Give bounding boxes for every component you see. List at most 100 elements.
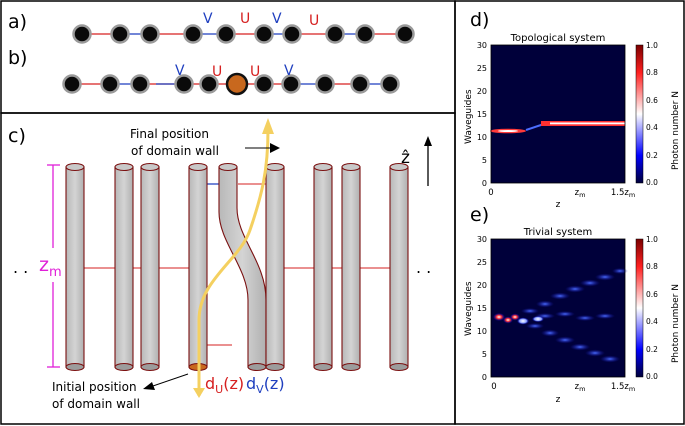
xtick-label: 1.5zm [611, 188, 635, 199]
colorbar-tick: 0.2 [646, 345, 658, 354]
heatmap-e-signal [575, 315, 595, 321]
waveguide-cylinder [313, 162, 333, 372]
domain-wall-node [225, 72, 249, 96]
heatmap-e-signal [536, 300, 554, 308]
heatmap-d-colorbar-label: Photon number N [671, 91, 681, 170]
initial-position-label: Initial position [52, 380, 137, 394]
site-node [254, 74, 274, 94]
ytick-label: 20 [477, 87, 487, 96]
heatmap-d-colorbar-ticks: 0.0 0.2 0.4 0.6 0.8 1.0 [646, 41, 658, 187]
site-node [72, 24, 92, 44]
site-node [254, 24, 274, 44]
heatmap-e-yticks: 0 5 10 15 20 25 30 [477, 235, 487, 382]
heatmap-e-signal [510, 313, 520, 321]
waveguide-cylinder [65, 162, 85, 372]
xtick-label: zm [575, 382, 586, 393]
zm-label: zm [39, 254, 62, 280]
colorbar-tick: 0.6 [646, 96, 658, 105]
site-node [62, 74, 82, 94]
hopping-label-u: U [212, 64, 222, 80]
site-node [355, 24, 375, 44]
ytick-label: 0 [482, 179, 487, 188]
ytick-label: 5 [482, 156, 487, 165]
site-node [140, 24, 160, 44]
heatmap-d-signal [550, 122, 625, 125]
heatmap-d [490, 44, 626, 184]
heatmap-e-colorbar-label: Photon number N [671, 284, 681, 363]
heatmap-d-ylabel: Waveguides [464, 89, 474, 144]
panel-label-c: c) [8, 125, 26, 147]
heatmap-e-signal [555, 311, 575, 317]
heatmap-d-signal [498, 130, 518, 132]
colorbar-tick: 0.8 [646, 262, 658, 271]
waveguide-cylinder [114, 162, 134, 372]
heatmap-d-yticks: 0 5 10 15 20 25 30 [477, 41, 487, 188]
du-label: dU(z) [205, 374, 244, 396]
hopping-label-u: U [309, 13, 319, 29]
zm-bracket [47, 164, 60, 368]
heatmap-e-signal [595, 313, 615, 319]
colorbar-tick: 1.0 [646, 235, 658, 244]
heatmap-e-signal [521, 308, 539, 314]
heatmap-e-signal [565, 285, 585, 293]
panel-label-a: a) [8, 11, 27, 33]
waveguide-cylinder [341, 162, 361, 372]
heatmap-e-signal [532, 316, 544, 322]
panel-label-b: b) [8, 47, 27, 69]
site-node [174, 74, 194, 94]
ytick-label: 25 [477, 64, 487, 73]
hopping-label-v: V [272, 11, 282, 27]
heatmap-e-ylabel: Waveguides [464, 281, 474, 336]
ytick-label: 30 [477, 235, 487, 244]
site-node [110, 24, 130, 44]
chain-a [72, 24, 415, 44]
ytick-label: 10 [477, 133, 487, 142]
heatmap-e-signal [600, 355, 620, 363]
xtick-label: 0 [488, 188, 493, 198]
bent-waveguide [218, 162, 267, 372]
hopping-label-v: V [203, 11, 213, 27]
ytick-label: 25 [477, 258, 487, 267]
heatmap-e-signal [612, 268, 628, 274]
panel-de-frame [454, 0, 685, 425]
xtick-label: zm [575, 188, 586, 199]
heatmap-e-signal [493, 313, 505, 321]
waveguide-cylinder [265, 162, 285, 372]
heatmap-e-frame [490, 238, 626, 378]
xtick-label: 1.5zm [611, 382, 635, 393]
panel-label-d: d) [470, 9, 489, 31]
heatmap-e-signal [570, 343, 590, 351]
heatmap-e-colorbar [635, 238, 644, 378]
heatmap-d-colorbar [635, 44, 644, 184]
heatmap-e-signal [580, 279, 600, 287]
heatmap-e-signal [526, 323, 544, 329]
heatmap-d-frame [490, 44, 626, 184]
heatmap-d-background [491, 45, 625, 183]
initial-position-label: of domain wall [52, 397, 140, 411]
panel-label-e: e) [470, 204, 489, 226]
dv-label: dV(z) [246, 374, 285, 396]
final-position-label: Final position [130, 127, 209, 141]
z-axis-arrowhead [424, 136, 432, 146]
heatmap-e-signal [550, 292, 570, 300]
site-node [199, 74, 219, 94]
ytick-label: 0 [482, 373, 487, 382]
heatmap-e-signal [541, 329, 559, 337]
hopping-label-u: U [240, 11, 250, 27]
colorbar-tick: 0.0 [646, 372, 658, 381]
final-pointer-head [270, 143, 280, 153]
heatmap-e-signal [585, 349, 605, 357]
hopping-label-v: V [175, 63, 185, 79]
colorbar-tick: 0.0 [646, 178, 658, 187]
chain-b [62, 72, 400, 96]
heatmap-e-signal [555, 336, 575, 344]
heatmap-d-xlabel: z [556, 200, 561, 210]
site-node [315, 74, 335, 94]
colorbar-tick: 0.2 [646, 151, 658, 160]
xtick-label: 0 [491, 382, 496, 392]
heatmap-e-title: Trivial system [523, 227, 592, 238]
heatmap-e-xlabel: z [556, 395, 561, 405]
final-position-label: of domain wall [131, 144, 219, 158]
hopping-label-u: U [250, 64, 260, 80]
